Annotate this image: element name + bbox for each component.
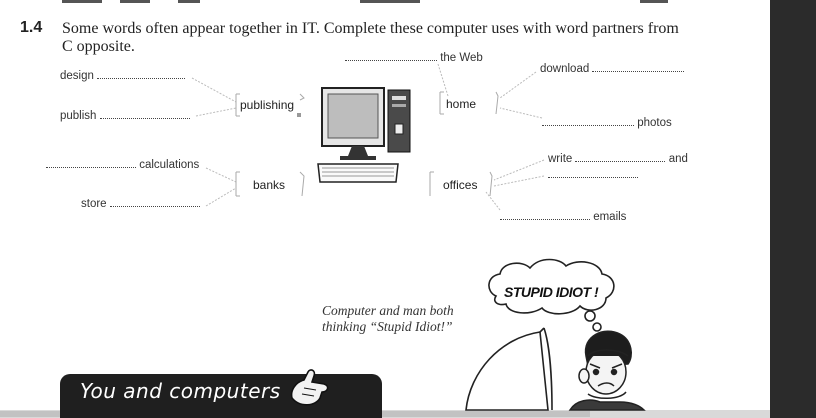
item-text: calculations [139,159,200,171]
exercise-instruction: Some words often appear together in IT. … [62,20,712,56]
answer-blank[interactable] [345,51,437,61]
item-text: write [548,153,573,165]
item-emails: emails [500,210,626,224]
item-publish: publish [60,109,190,123]
item-text: design [60,70,94,82]
answer-blank[interactable] [99,109,190,119]
item-design: design [60,69,186,83]
item-download: download [540,62,685,76]
item-text: the Web [440,52,483,64]
answer-blank[interactable] [109,197,200,207]
answer-blank[interactable] [97,69,186,79]
item-the-web: the Web [345,51,483,65]
item-text: emails [593,211,627,223]
item-text: publish [60,110,97,122]
textbook-page [0,0,770,410]
answer-blank[interactable] [46,158,136,168]
answer-blank[interactable] [575,152,666,162]
item-text: photos [637,117,672,129]
thought-cloud-icon [488,258,615,341]
item-text: download [540,63,590,75]
item-calculations: calculations [46,158,199,172]
answer-blank[interactable] [542,116,634,126]
viewer-margin [770,0,816,418]
instruction-line-2: C opposite. [62,38,135,55]
hub-offices: offices [443,178,478,192]
item-write-second-blank [548,168,638,182]
item-text-and: and [668,153,688,165]
thought-text: STUPID IDIOT ! [504,284,599,300]
section-title: You and computers [80,379,281,403]
answer-blank[interactable] [592,62,685,72]
item-photos: photos [542,116,672,130]
cartoon-computer-icon [465,327,553,411]
item-text: store [81,198,107,210]
hub-publishing: publishing [240,98,295,112]
hub-banks: banks [253,178,286,192]
item-write-and: write and [548,152,688,166]
man-cartoon-icon [568,330,646,411]
answer-blank[interactable] [500,210,590,220]
diagram-graphics [191,63,646,411]
computer-illustration-icon [317,87,411,183]
hub-home: home [446,97,477,111]
instruction-line-1: Some words often appear together in IT. … [62,20,679,37]
pointing-hand-icon [290,369,329,406]
item-store: store [81,197,200,211]
answer-blank[interactable] [548,168,638,178]
cartoon-caption: Computer and man both thinking “Stupid I… [322,303,454,334]
exercise-number: 1.4 [20,19,43,36]
section-banner [60,374,382,418]
cropped-top-text [0,0,770,6]
